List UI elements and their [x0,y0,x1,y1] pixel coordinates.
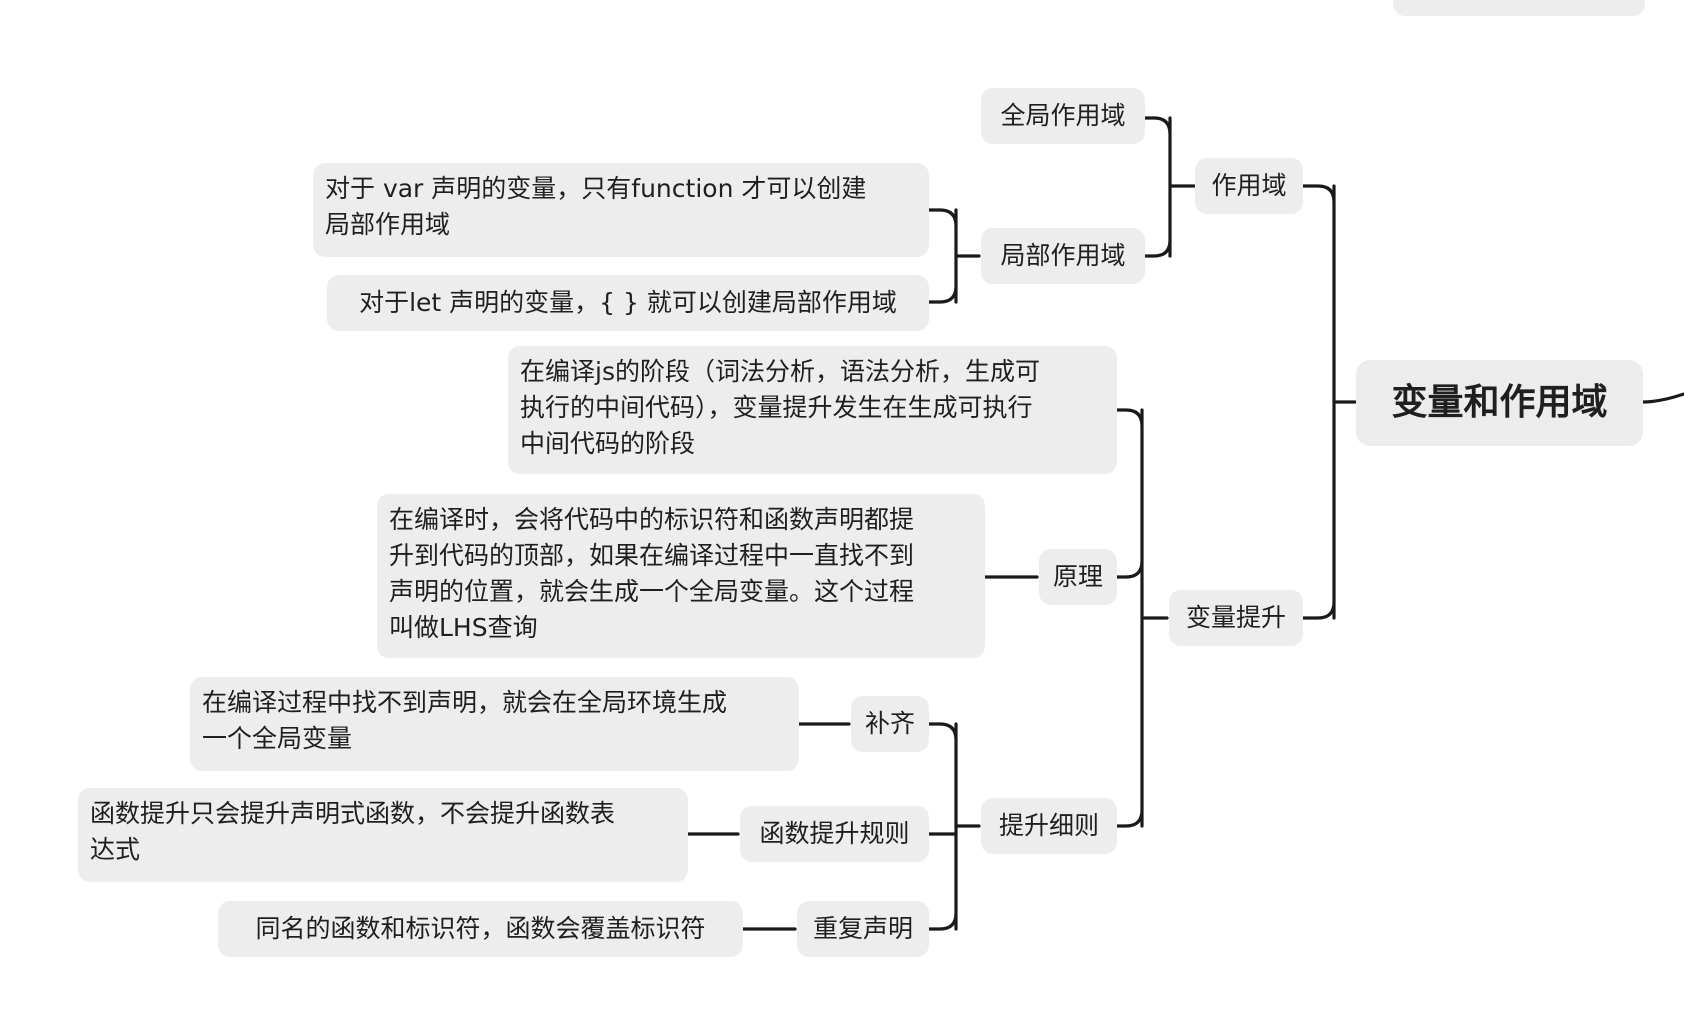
topic-duplicate-declaration[interactable]: 重复声明 [797,901,929,957]
root-topic-label: 变量和作用域 [1391,382,1608,423]
connector-root-branch [1301,184,1357,620]
topic-scope-label: 作用域 [1211,171,1287,200]
note-compile-phase-line: 在编译js的阶段（词法分析，语法分析，生成可 [520,357,1040,386]
connector-local-scope [927,208,981,304]
note-supplement-line: 在编译过程中找不到声明，就会在全局环境生成 [202,688,728,717]
note-duplicate-declaration-label: 同名的函数和标识符，函数会覆盖标识符 [255,914,706,943]
connector-rules [927,722,981,931]
topic-scope[interactable]: 作用域 [1195,158,1303,214]
note-principle-line: 叫做LHS查询 [389,613,538,642]
topic-local-scope[interactable]: 局部作用域 [981,228,1145,284]
note-supplement[interactable]: 在编译过程中找不到声明，就会在全局环境生成 一个全局变量 [190,677,799,771]
topic-function-hoisting-rule[interactable]: 函数提升规则 [740,806,929,862]
topic-principle-label: 原理 [1052,562,1103,591]
topic-global-scope[interactable]: 全局作用域 [981,88,1145,144]
note-compile-phase-line: 执行的中间代码），变量提升发生在生成可执行 [520,393,1033,422]
note-function-hoisting-rule-line: 达式 [90,835,141,864]
topic-hoisting-rules-label: 提升细则 [998,811,1099,840]
topic-global-scope-label: 全局作用域 [1000,101,1126,130]
note-let-scope-label: 对于let 声明的变量，{ } 就可以创建局部作用域 [359,288,897,317]
note-principle[interactable]: 在编译时，会将代码中的标识符和函数声明都提 升到代码的顶部，如果在编译过程中一直… [377,494,985,658]
note-compile-phase-line: 中间代码的阶段 [520,429,696,458]
topic-duplicate-declaration-label: 重复声明 [812,914,913,943]
note-principle-line: 升到代码的顶部，如果在编译过程中一直找不到 [389,541,915,570]
note-var-scope[interactable]: 对于 var 声明的变量，只有function 才可以创建 局部作用域 [313,163,929,257]
note-let-scope[interactable]: 对于let 声明的变量，{ } 就可以创建局部作用域 [327,275,929,331]
topic-supplement-label: 补齐 [864,709,915,738]
root-topic[interactable]: 变量和作用域 [1356,360,1643,446]
topic-supplement[interactable]: 补齐 [851,696,929,752]
topic-principle[interactable]: 原理 [1039,549,1117,605]
topic-hoisting[interactable]: 变量提升 [1169,590,1303,646]
offscreen-topic-partial [1393,0,1645,16]
note-var-scope-line: 对于 var 声明的变量，只有function 才可以创建 [325,174,867,203]
note-function-hoisting-rule-line: 函数提升只会提升声明式函数，不会提升函数表 [90,799,616,828]
topic-hoisting-label: 变量提升 [1185,603,1286,632]
note-var-scope-line: 局部作用域 [325,210,451,239]
note-supplement-line: 一个全局变量 [202,724,353,753]
note-principle-line: 声明的位置，就会生成一个全局变量。这个过程 [389,577,915,606]
note-principle-line: 在编译时，会将代码中的标识符和函数声明都提 [389,505,915,534]
topic-hoisting-rules[interactable]: 提升细则 [981,798,1117,854]
connector-root-outgoing [1641,392,1684,404]
topic-local-scope-label: 局部作用域 [1000,241,1126,270]
note-compile-phase[interactable]: 在编译js的阶段（词法分析，语法分析，生成可 执行的中间代码），变量提升发生在生… [508,346,1117,474]
topic-function-hoisting-rule-label: 函数提升规则 [759,819,910,848]
connector-scope [1143,116,1196,258]
connector-hoisting [1115,408,1169,828]
note-function-hoisting-rule[interactable]: 函数提升只会提升声明式函数，不会提升函数表 达式 [78,788,688,882]
note-duplicate-declaration[interactable]: 同名的函数和标识符，函数会覆盖标识符 [218,901,743,957]
